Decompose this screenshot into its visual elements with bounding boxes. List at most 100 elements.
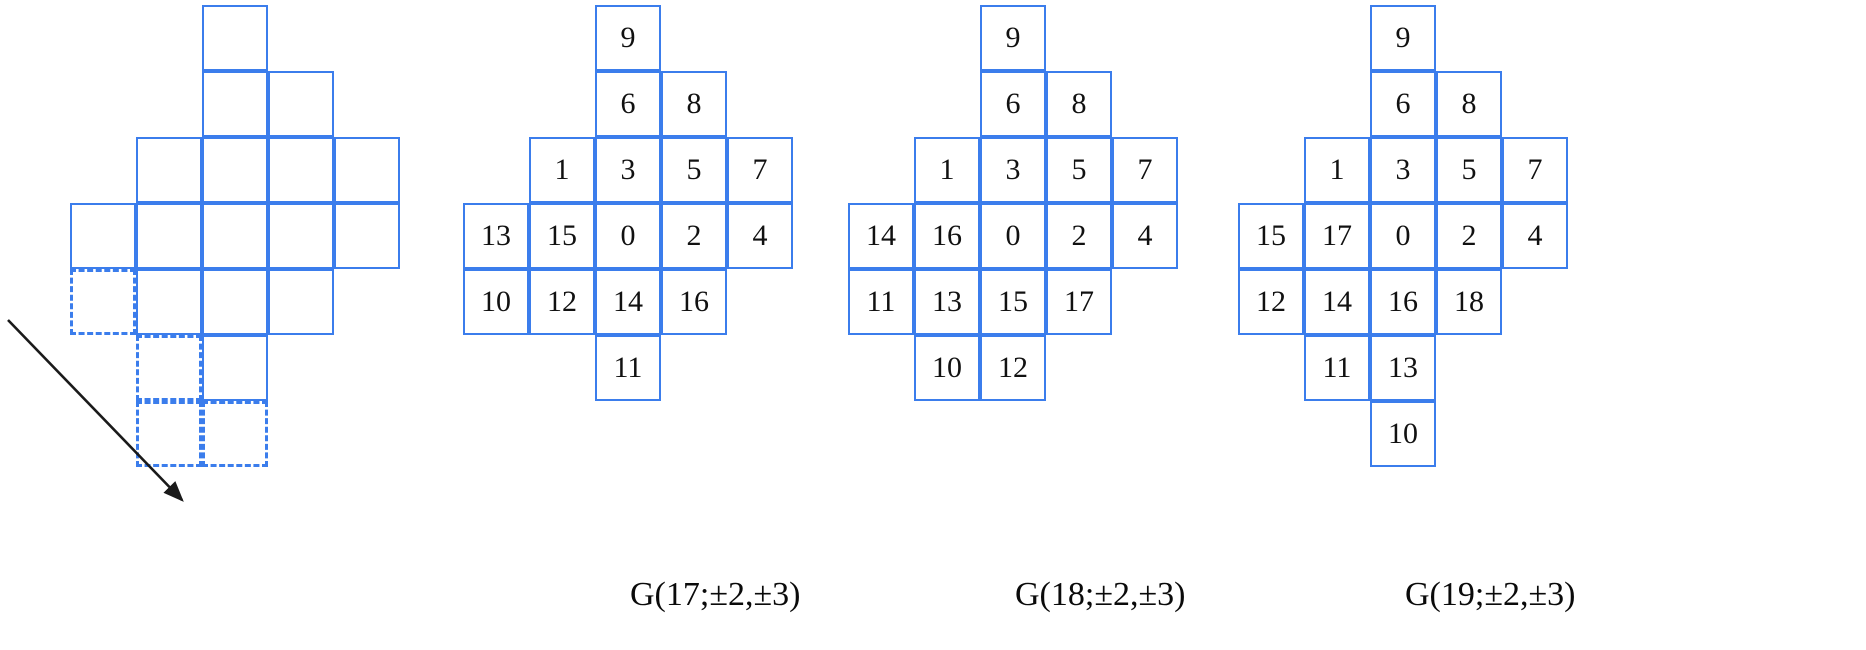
cell-value: 12 <box>998 351 1028 384</box>
grid-cell: 1 <box>914 137 980 203</box>
grid-cell: 4 <box>1112 203 1178 269</box>
grid-cell: 14 <box>1304 269 1370 335</box>
grid-cell <box>202 401 268 467</box>
grid-cell: 8 <box>661 71 727 137</box>
grid-cell: 2 <box>1046 203 1112 269</box>
grid-cell <box>70 269 136 335</box>
cell-value: 15 <box>998 285 1028 318</box>
cell-value: 9 <box>1395 21 1411 54</box>
grid-cell: 17 <box>1304 203 1370 269</box>
grid-cell: 3 <box>595 137 661 203</box>
cell-value: 7 <box>752 153 768 186</box>
grid-cell: 16 <box>661 269 727 335</box>
cell-value: 8 <box>686 87 702 120</box>
grid-cell <box>136 269 202 335</box>
grid-cell: 12 <box>529 269 595 335</box>
cell-value: 14 <box>613 285 643 318</box>
grid-cell: 15 <box>980 269 1046 335</box>
cell-value: 6 <box>1395 87 1411 120</box>
cell-value: 5 <box>1071 153 1087 186</box>
cell-value: 13 <box>1388 351 1418 384</box>
grid-cell <box>334 203 400 269</box>
grid-cell: 4 <box>727 203 793 269</box>
cell-value: 0 <box>620 219 636 252</box>
grid-cell: 9 <box>1370 5 1436 71</box>
cell-value: 10 <box>932 351 962 384</box>
cell-value: 8 <box>1461 87 1477 120</box>
cell-value: 2 <box>1461 219 1477 252</box>
cell-value: 17 <box>1064 285 1094 318</box>
cell-value: 15 <box>1256 219 1286 252</box>
cell-value: 12 <box>1256 285 1286 318</box>
cell-value: 16 <box>932 219 962 252</box>
grid-cell: 7 <box>727 137 793 203</box>
cell-value: 1 <box>554 153 570 186</box>
grid-cell <box>268 137 334 203</box>
g17-label: G(17;±2,±3) <box>630 576 801 613</box>
cell-value: 3 <box>620 153 636 186</box>
cell-value: 11 <box>866 285 896 318</box>
cell-value: 4 <box>752 219 768 252</box>
cell-value: 15 <box>547 219 577 252</box>
cell-value: 11 <box>613 351 643 384</box>
grid-cell: 10 <box>1370 401 1436 467</box>
grid-cell: 11 <box>1304 335 1370 401</box>
arrow-line <box>7 319 184 502</box>
cell-value: 9 <box>620 21 636 54</box>
grid-cell <box>136 203 202 269</box>
grid-cell: 9 <box>595 5 661 71</box>
cell-value: 13 <box>932 285 962 318</box>
grid-cell: 2 <box>661 203 727 269</box>
cell-value: 13 <box>481 219 511 252</box>
cell-value: 5 <box>686 153 702 186</box>
grid-cell: 10 <box>463 269 529 335</box>
grid-cell: 9 <box>980 5 1046 71</box>
cell-value: 6 <box>1005 87 1021 120</box>
cell-value: 7 <box>1137 153 1153 186</box>
cell-value: 16 <box>1388 285 1418 318</box>
grid-cell: 13 <box>1370 335 1436 401</box>
grid-cell <box>70 203 136 269</box>
g19-label: G(19;±2,±3) <box>1405 576 1576 613</box>
grid-cell: 6 <box>1370 71 1436 137</box>
cell-value: 7 <box>1527 153 1543 186</box>
cell-value: 0 <box>1395 219 1411 252</box>
grid-cell: 0 <box>980 203 1046 269</box>
grid-cell <box>202 335 268 401</box>
grid-cell: 1 <box>529 137 595 203</box>
cell-value: 17 <box>1322 219 1352 252</box>
cell-value: 4 <box>1137 219 1153 252</box>
grid-cell: 7 <box>1502 137 1568 203</box>
grid-cell: 6 <box>980 71 1046 137</box>
grid-cell <box>136 401 202 467</box>
cell-value: 3 <box>1005 153 1021 186</box>
grid-cell: 8 <box>1436 71 1502 137</box>
grid-cell: 6 <box>595 71 661 137</box>
cell-value: 0 <box>1005 219 1021 252</box>
grid-cell: 15 <box>529 203 595 269</box>
cell-value: 2 <box>1071 219 1087 252</box>
cell-value: 9 <box>1005 21 1021 54</box>
grid-cell: 8 <box>1046 71 1112 137</box>
grid-cell: 16 <box>1370 269 1436 335</box>
cell-value: 1 <box>1329 153 1345 186</box>
cell-value: 5 <box>1461 153 1477 186</box>
grid-cell: 12 <box>980 335 1046 401</box>
grid-cell: 15 <box>1238 203 1304 269</box>
grid-cell: 13 <box>463 203 529 269</box>
grid-cell: 1 <box>1304 137 1370 203</box>
cell-value: 1 <box>939 153 955 186</box>
grid-cell <box>202 71 268 137</box>
grid-cell: 14 <box>848 203 914 269</box>
grid-cell: 10 <box>914 335 980 401</box>
grid-cell: 0 <box>595 203 661 269</box>
grid-cell: 5 <box>661 137 727 203</box>
direction-arrow <box>7 319 184 502</box>
grid-cell: 7 <box>1112 137 1178 203</box>
grid-cell: 11 <box>848 269 914 335</box>
cell-value: 10 <box>1388 417 1418 450</box>
cell-value: 18 <box>1454 285 1484 318</box>
grid-cell: 11 <box>595 335 661 401</box>
grid-cell: 3 <box>1370 137 1436 203</box>
